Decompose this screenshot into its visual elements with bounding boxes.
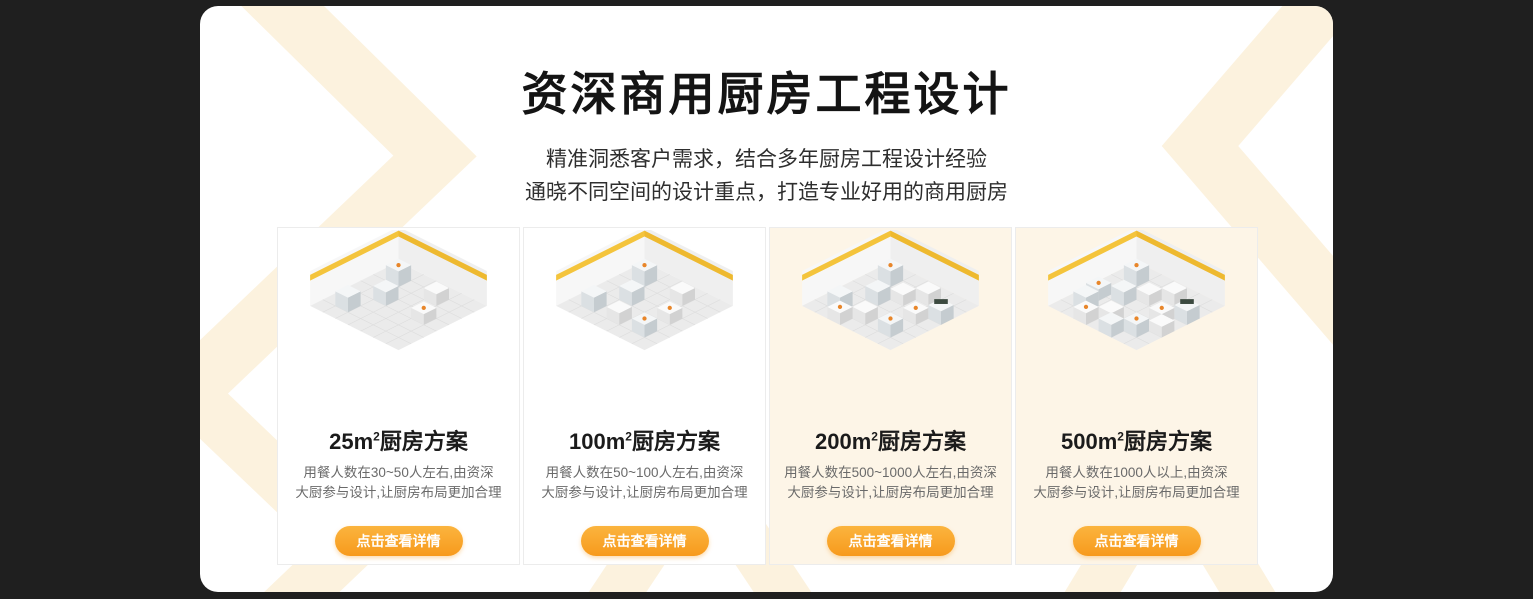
kitchen-render-image-200m2: [770, 228, 1011, 412]
view-details-button[interactable]: 点击查看详情: [580, 525, 709, 556]
plan-card-title: 500m2厨房方案: [1061, 424, 1212, 456]
kitchen-plan-cards: 25m2厨房方案 用餐人数在30~50人左右,由资深 大厨参与设计,让厨房布局更…: [277, 227, 1258, 565]
description-line-1: 用餐人数在1000人以上,由资深: [1045, 465, 1228, 480]
plan-card-title: 200m2厨房方案: [815, 424, 966, 456]
plan-card-description: 用餐人数在50~100人左右,由资深 大厨参与设计,让厨房布局更加合理: [541, 463, 747, 504]
section-content: 资深商用厨房工程设计 精准洞悉客户需求，结合多年厨房工程设计经验 通晓不同空间的…: [200, 6, 1333, 592]
kitchen-render-image-500m2: [1016, 228, 1257, 412]
description-line-1: 用餐人数在500~1000人左右,由资深: [784, 465, 997, 480]
plan-card-25m2: 25m2厨房方案 用餐人数在30~50人左右,由资深 大厨参与设计,让厨房布局更…: [277, 227, 520, 565]
plan-card-description: 用餐人数在30~50人左右,由资深 大厨参与设计,让厨房布局更加合理: [295, 463, 501, 504]
plan-area-value: 500m: [1061, 429, 1118, 454]
plan-area-superscript: 2: [373, 429, 380, 444]
view-details-button[interactable]: 点击查看详情: [1072, 525, 1201, 556]
description-line-2: 大厨参与设计,让厨房布局更加合理: [295, 485, 502, 501]
description-line-2: 大厨参与设计,让厨房布局更加合理: [1033, 485, 1240, 501]
content-panel: 资深商用厨房工程设计 精准洞悉客户需求，结合多年厨房工程设计经验 通晓不同空间的…: [200, 6, 1333, 592]
plan-title-suffix: 厨房方案: [631, 429, 720, 454]
view-details-button[interactable]: 点击查看详情: [826, 525, 955, 556]
plan-card-500m2: 500m2厨房方案 用餐人数在1000人以上,由资深 大厨参与设计,让厨房布局更…: [1015, 227, 1258, 565]
kitchen-render-image-25m2: [278, 228, 519, 412]
section-subtitle-line1: 精准洞悉客户需求，结合多年厨房工程设计经验: [546, 148, 987, 171]
plan-area-value: 25m: [329, 429, 374, 454]
plan-card-200m2: 200m2厨房方案 用餐人数在500~1000人左右,由资深 大厨参与设计,让厨…: [769, 227, 1012, 565]
description-line-1: 用餐人数在30~50人左右,由资深: [303, 465, 494, 480]
plan-title-suffix: 厨房方案: [877, 429, 966, 454]
kitchen-render-image-100m2: [524, 228, 765, 412]
plan-area-superscript: 2: [1117, 429, 1124, 444]
description-line-2: 大厨参与设计,让厨房布局更加合理: [541, 485, 748, 501]
section-subtitle-line2: 通晓不同空间的设计重点，打造专业好用的商用厨房: [525, 180, 1008, 204]
plan-area-value: 100m: [569, 429, 626, 454]
description-line-1: 用餐人数在50~100人左右,由资深: [545, 465, 744, 480]
plan-card-title: 25m2厨房方案: [329, 424, 468, 456]
section-title: 资深商用厨房工程设计: [521, 68, 1012, 120]
view-details-button[interactable]: 点击查看详情: [334, 525, 463, 556]
plan-card-title: 100m2厨房方案: [569, 424, 720, 456]
description-line-2: 大厨参与设计,让厨房布局更加合理: [787, 485, 994, 501]
plan-card-description: 用餐人数在1000人以上,由资深 大厨参与设计,让厨房布局更加合理: [1033, 463, 1239, 504]
plan-title-suffix: 厨房方案: [379, 429, 468, 454]
plan-card-100m2: 100m2厨房方案 用餐人数在50~100人左右,由资深 大厨参与设计,让厨房布…: [523, 227, 766, 565]
plan-area-value: 200m: [815, 429, 872, 454]
plan-area-superscript: 2: [625, 429, 632, 444]
plan-area-superscript: 2: [871, 429, 878, 444]
plan-title-suffix: 厨房方案: [1123, 429, 1212, 454]
plan-card-description: 用餐人数在500~1000人左右,由资深 大厨参与设计,让厨房布局更加合理: [784, 463, 997, 504]
